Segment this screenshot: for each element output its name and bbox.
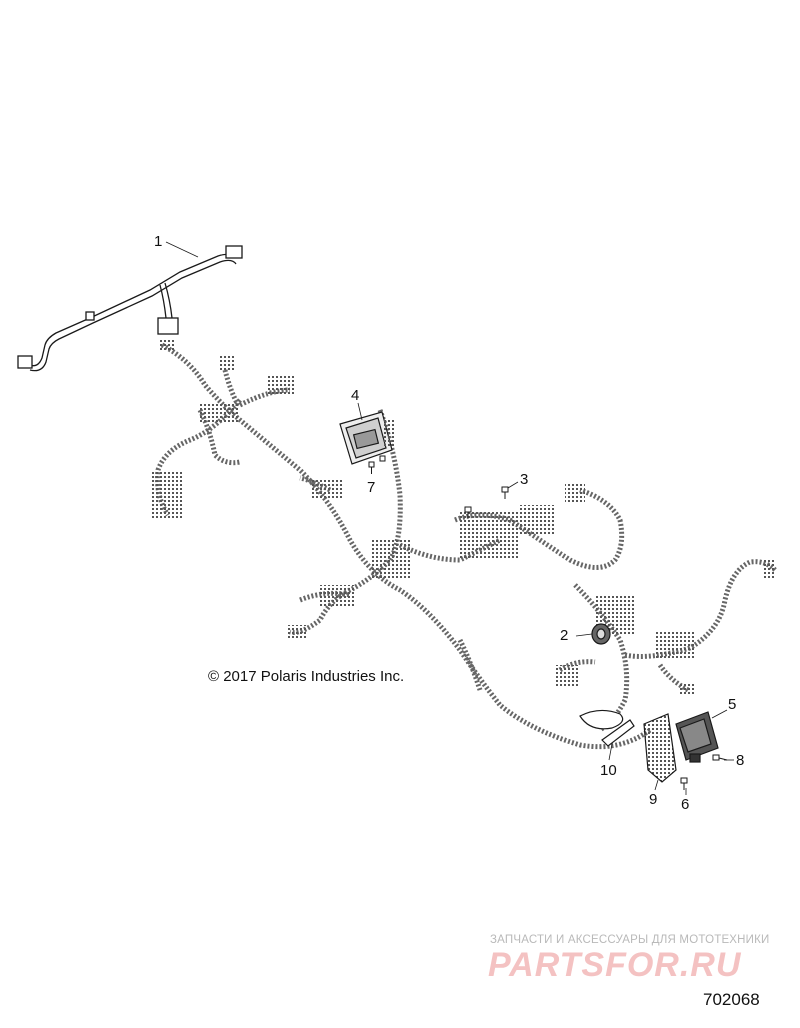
- callout-2: 2: [560, 627, 569, 644]
- bracket-part-9: [643, 713, 677, 783]
- leader-line-5: [711, 709, 728, 719]
- leader-line-9: [654, 779, 659, 791]
- callout-8: 8: [736, 752, 745, 769]
- leader-line-2: [575, 633, 593, 637]
- callout-4: 4: [351, 387, 360, 404]
- callout-9: 9: [649, 791, 658, 808]
- callout-6: 6: [681, 796, 690, 813]
- screw-part-3: [464, 486, 509, 518]
- watermark-brand-logo: PARTSFOR.RU: [488, 946, 742, 984]
- cover-part-10: [579, 709, 635, 747]
- diagram-number: 702068: [703, 990, 760, 1009]
- leader-line-1: [165, 241, 199, 258]
- regulator-part-5: [675, 711, 719, 763]
- callout-5: 5: [728, 696, 737, 713]
- watermark-tagline: ЗАПЧАСТИ И АКСЕССУАРЫ ДЛЯ МОТОТЕХНИКИ: [490, 934, 770, 946]
- harness-connector-blobs: [152, 338, 776, 696]
- leader-line-4: [357, 402, 363, 421]
- ecu-part-4: [339, 411, 394, 465]
- leader-line-3: [507, 481, 519, 489]
- copyright-text: © 2017 Polaris Industries Inc.: [208, 668, 405, 685]
- callout-3: 3: [520, 471, 529, 488]
- callout-1: 1: [154, 233, 163, 250]
- callout-10: 10: [600, 762, 617, 779]
- screw-part-6: [680, 777, 688, 790]
- grommet-part-2: [591, 623, 611, 645]
- harness-part-1: [17, 245, 243, 372]
- screw-part-8: [712, 754, 728, 761]
- leader-line-10: [608, 743, 613, 761]
- screw-part-7: [368, 455, 386, 474]
- callout-7: 7: [367, 479, 376, 496]
